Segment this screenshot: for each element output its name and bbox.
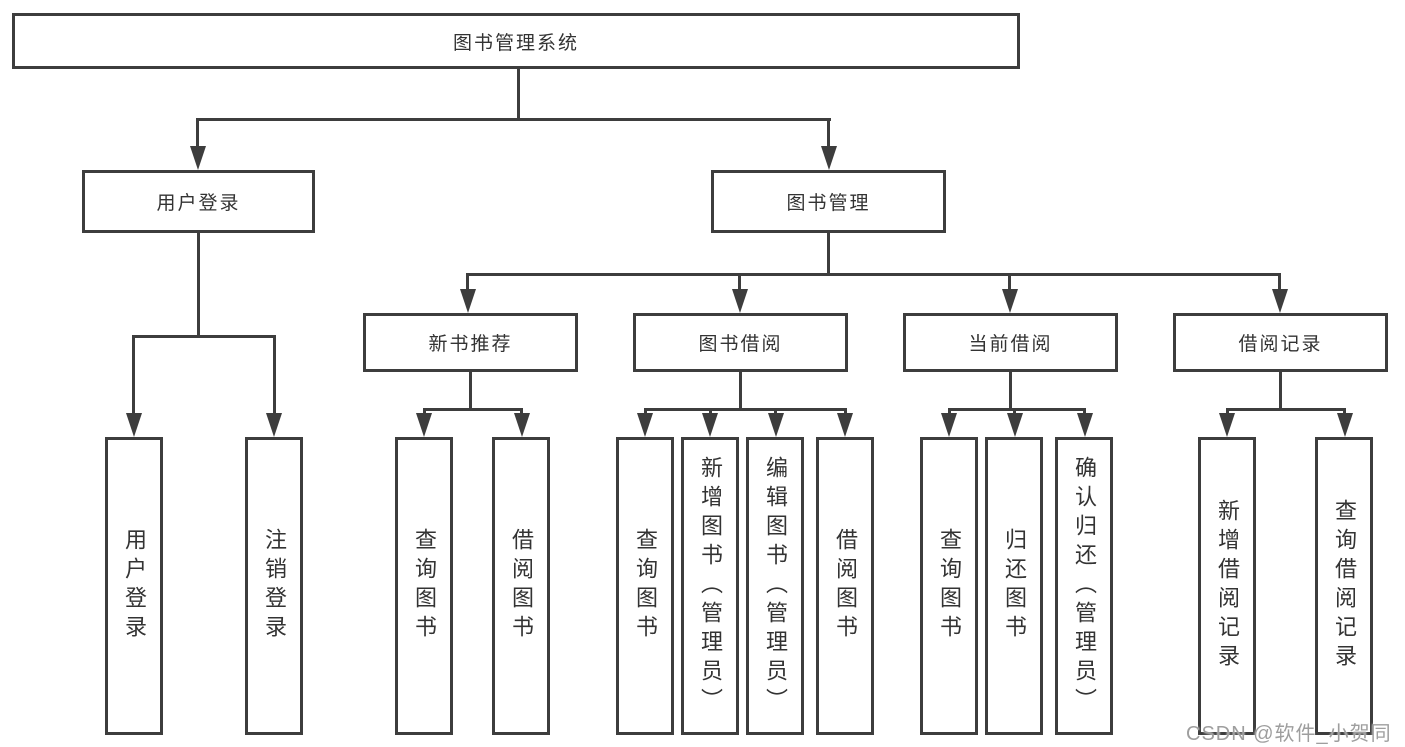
arrowhead-down-icon (190, 146, 206, 170)
node-label: 查询图书 (412, 528, 437, 644)
node-user-login: 用户登录 (82, 170, 315, 233)
line (273, 335, 276, 417)
node-book-borrowing: 图书借阅 (633, 313, 848, 372)
line (1226, 408, 1346, 411)
arrowhead-down-icon (702, 413, 718, 437)
arrowhead-down-icon (1219, 413, 1235, 437)
node-label: 确认归还（管理员） (1072, 455, 1097, 717)
arrowhead-down-icon (1077, 413, 1093, 437)
line (1008, 273, 1011, 295)
node-label: 用户登录 (122, 528, 147, 644)
node-label: 借阅图书 (509, 528, 534, 644)
line (197, 118, 831, 121)
node-label: 图书管理系统 (452, 32, 579, 54)
line (467, 273, 1281, 276)
leaf-newbooks-borrow-books: 借阅图书 (492, 437, 550, 735)
node-label: 用户登录 (156, 193, 241, 214)
line (644, 408, 847, 411)
leaf-current-query-books: 查询图书 (920, 437, 978, 735)
node-label: 图书借阅 (698, 334, 783, 355)
leaf-borrow-query-books: 查询图书 (616, 437, 674, 735)
line (466, 273, 469, 295)
arrowhead-down-icon (821, 146, 837, 170)
leaf-newbooks-query-books: 查询图书 (395, 437, 453, 735)
node-label: 借阅图书 (833, 528, 858, 644)
arrowhead-down-icon (460, 289, 476, 313)
leaf-borrow-edit-books-admin: 编辑图书（管理员） (746, 437, 804, 735)
line (739, 372, 742, 411)
line (827, 118, 830, 150)
leaf-borrow-add-books-admin: 新增图书（管理员） (681, 437, 739, 735)
leaf-user-login: 用户登录 (105, 437, 163, 735)
node-label: 查询图书 (633, 528, 658, 644)
node-label: 新书推荐 (428, 334, 513, 355)
arrowhead-down-icon (837, 413, 853, 437)
line (738, 273, 741, 295)
node-label: 查询借阅记录 (1332, 499, 1357, 673)
line (423, 408, 523, 411)
arrowhead-down-icon (1337, 413, 1353, 437)
arrowhead-down-icon (732, 289, 748, 313)
node-book-management: 图书管理 (711, 170, 946, 233)
leaf-current-confirm-return-admin: 确认归还（管理员） (1055, 437, 1113, 735)
line (132, 335, 276, 338)
line (1279, 372, 1282, 411)
line (469, 372, 472, 411)
node-borrowing-records: 借阅记录 (1173, 313, 1388, 372)
node-label: 注销登录 (262, 528, 287, 644)
node-current-borrowing: 当前借阅 (903, 313, 1118, 372)
node-label: 新增图书（管理员） (698, 455, 723, 717)
node-library-management-system: 图书管理系统 (12, 13, 1020, 69)
node-label: 当前借阅 (968, 334, 1053, 355)
node-label: 归还图书 (1002, 528, 1027, 644)
arrowhead-down-icon (416, 413, 432, 437)
arrowhead-down-icon (768, 413, 784, 437)
leaf-borrow-borrow-books: 借阅图书 (816, 437, 874, 735)
leaf-current-return-books: 归还图书 (985, 437, 1043, 735)
node-label: 新增借阅记录 (1215, 499, 1240, 673)
node-label: 借阅记录 (1238, 334, 1323, 355)
node-new-book-recommendation: 新书推荐 (363, 313, 578, 372)
csdn-watermark: CSDN @软件_小贺同学 (1186, 723, 1392, 745)
line (1278, 273, 1281, 295)
arrowhead-down-icon (1272, 289, 1288, 313)
line (948, 408, 1086, 411)
line (197, 233, 200, 337)
arrowhead-down-icon (1007, 413, 1023, 437)
arrowhead-down-icon (514, 413, 530, 437)
arrowhead-down-icon (941, 413, 957, 437)
leaf-records-add-record: 新增借阅记录 (1198, 437, 1256, 735)
arrowhead-down-icon (126, 413, 142, 437)
node-label: 查询图书 (937, 528, 962, 644)
arrowhead-down-icon (637, 413, 653, 437)
line (1009, 372, 1012, 411)
line (196, 118, 199, 150)
node-label: 图书管理 (786, 193, 871, 214)
node-label: 编辑图书（管理员） (763, 455, 788, 717)
arrowhead-down-icon (266, 413, 282, 437)
line (132, 335, 135, 417)
line (517, 69, 520, 121)
leaf-logout: 注销登录 (245, 437, 303, 735)
leaf-records-query-record: 查询借阅记录 (1315, 437, 1373, 735)
line (827, 233, 830, 275)
arrowhead-down-icon (1002, 289, 1018, 313)
